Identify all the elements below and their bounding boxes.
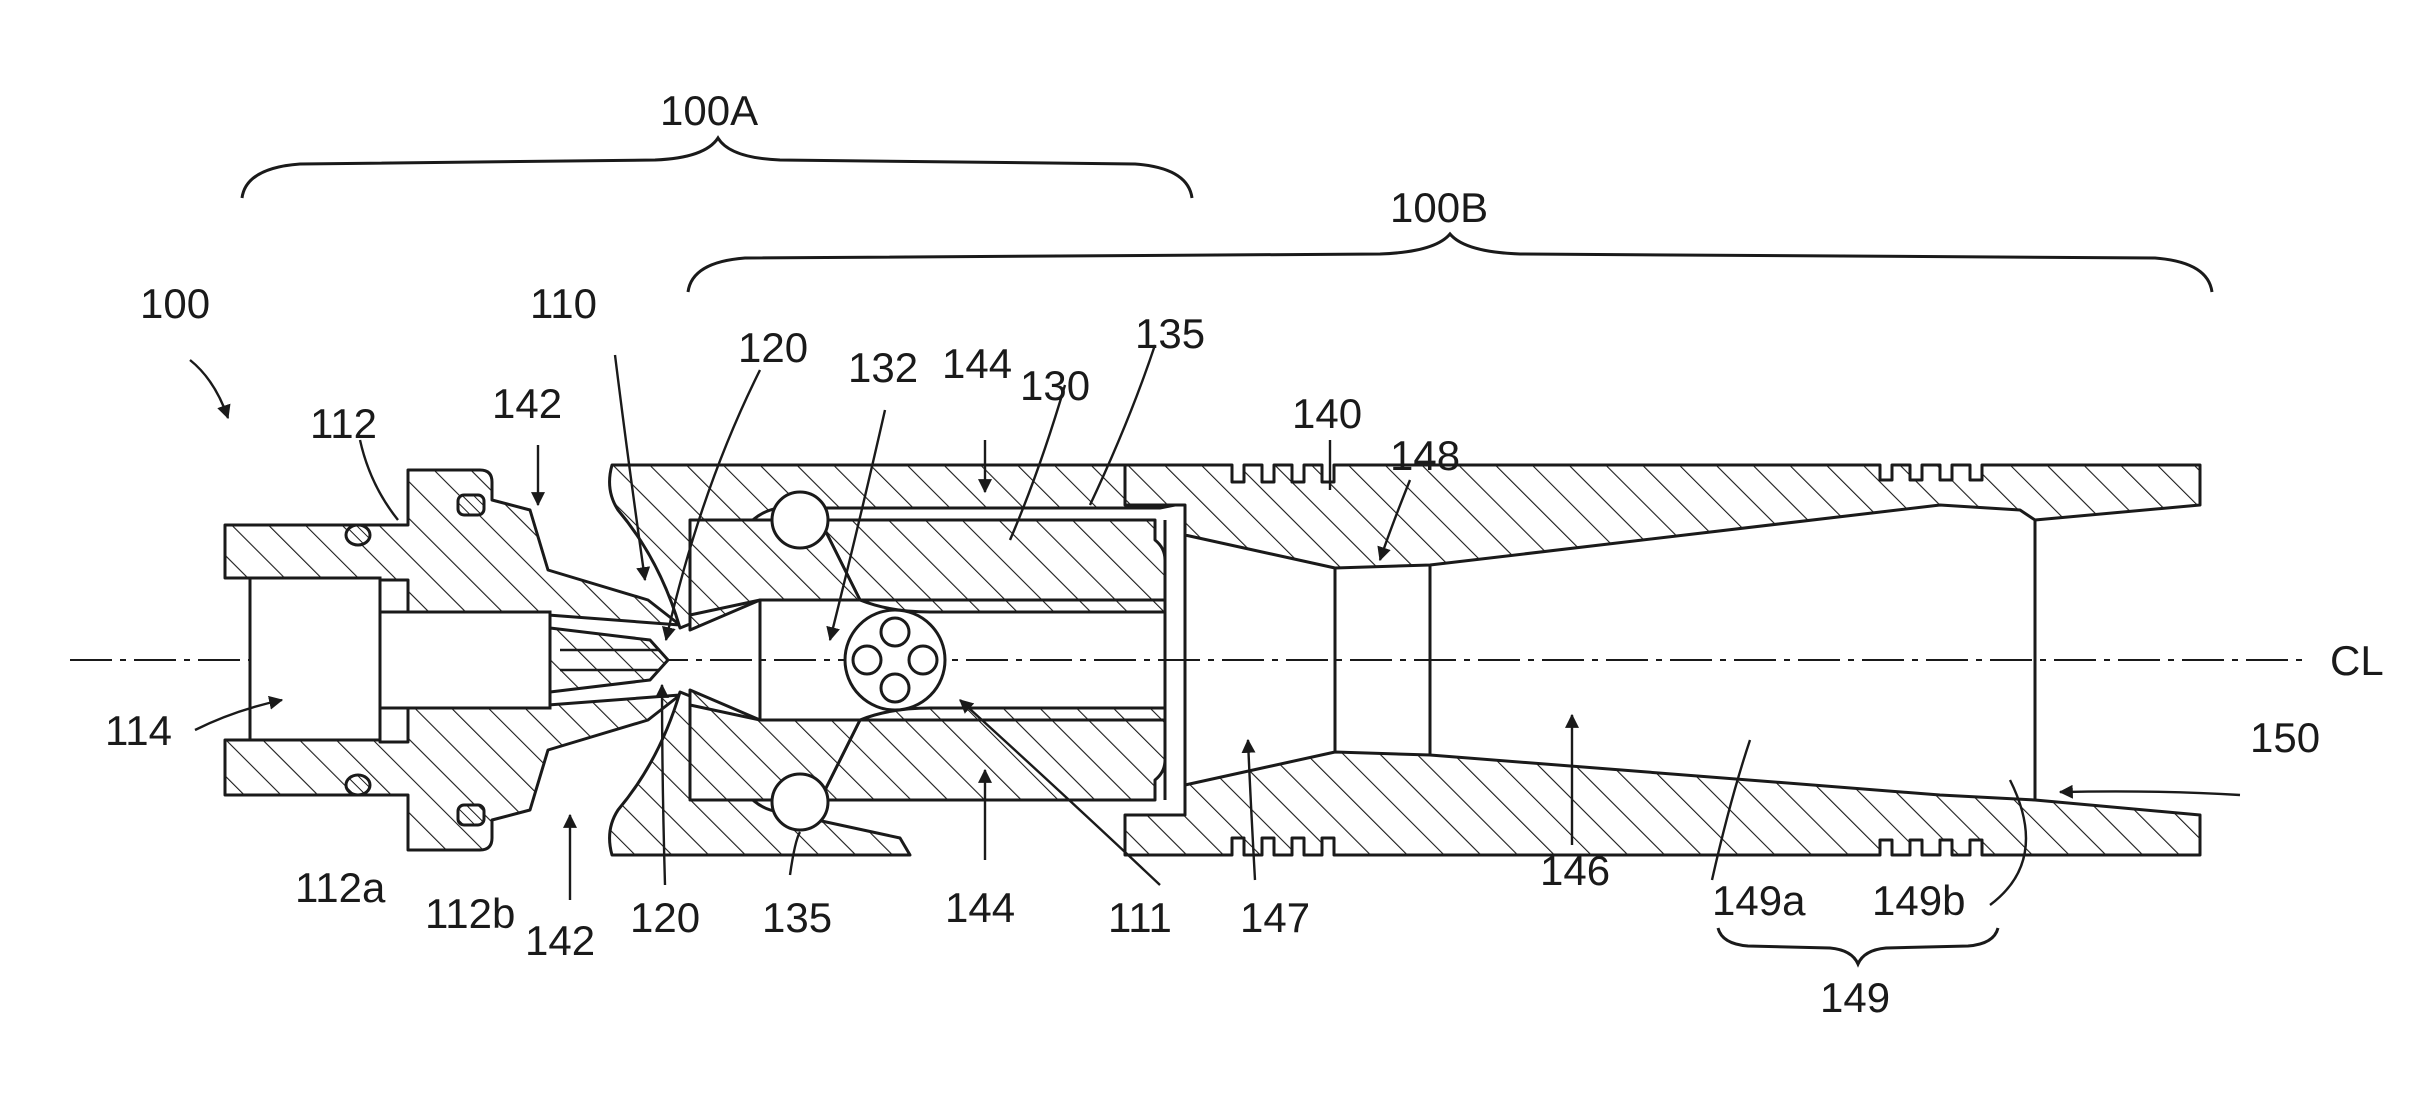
brace-100a — [242, 138, 1192, 198]
label-147: 147 — [1240, 894, 1310, 941]
label-110: 110 — [530, 280, 597, 327]
label-150: 150 — [2250, 714, 2320, 761]
label-120-bottom: 120 — [630, 894, 700, 941]
o-ring-112a-bottom — [346, 775, 370, 795]
ball-135-bottom — [772, 774, 828, 830]
label-130: 130 — [1020, 362, 1090, 409]
o-ring-112b-top — [458, 495, 484, 515]
label-112a: 112a — [295, 864, 386, 911]
sleeve-130-lower — [820, 708, 1165, 800]
label-140: 140 — [1292, 390, 1362, 437]
label-114: 114 — [105, 707, 172, 754]
leader-100 — [190, 360, 228, 418]
inlet-nozzle-tip — [550, 628, 668, 692]
label-148: 148 — [1390, 432, 1460, 479]
o-ring-112a-top — [346, 525, 370, 545]
o-ring-112b-bottom — [458, 805, 484, 825]
orifice-hole-bottom — [881, 674, 909, 702]
label-cl: CL — [2330, 637, 2384, 684]
inlet-bore — [250, 578, 380, 740]
label-135-top: 135 — [1135, 310, 1205, 357]
label-144-bottom: 144 — [945, 884, 1015, 931]
brace-100b — [688, 234, 2212, 292]
label-112b: 112b — [425, 890, 515, 937]
label-144-top: 144 — [942, 340, 1012, 387]
orifice-hole-left — [853, 646, 881, 674]
label-142-bottom: 142 — [525, 917, 595, 964]
label-100: 100 — [140, 280, 210, 327]
orifice-hole-right — [909, 646, 937, 674]
brace-149 — [1718, 928, 1998, 964]
label-146: 146 — [1540, 847, 1610, 894]
label-149: 149 — [1820, 974, 1890, 1021]
ball-135-top — [772, 492, 828, 548]
label-149b: 149b — [1872, 877, 1965, 924]
label-100a: 100A — [660, 87, 758, 134]
orifice-hole-top — [881, 618, 909, 646]
label-120-top: 120 — [738, 324, 808, 371]
diffuser-upper — [1125, 465, 2200, 568]
label-149a: 149a — [1712, 877, 1806, 924]
label-111: 111 — [1108, 894, 1172, 941]
leader-150 — [2060, 791, 2240, 795]
label-142-top: 142 — [492, 380, 562, 427]
label-135-bottom: 135 — [762, 894, 832, 941]
label-132: 132 — [848, 344, 918, 391]
leader-112 — [360, 440, 398, 520]
diffuser-lower — [1125, 752, 2200, 855]
sleeve-130-upper — [820, 520, 1165, 612]
inlet-passage — [380, 612, 550, 708]
label-100b: 100B — [1390, 184, 1488, 231]
label-112: 112 — [310, 400, 377, 447]
